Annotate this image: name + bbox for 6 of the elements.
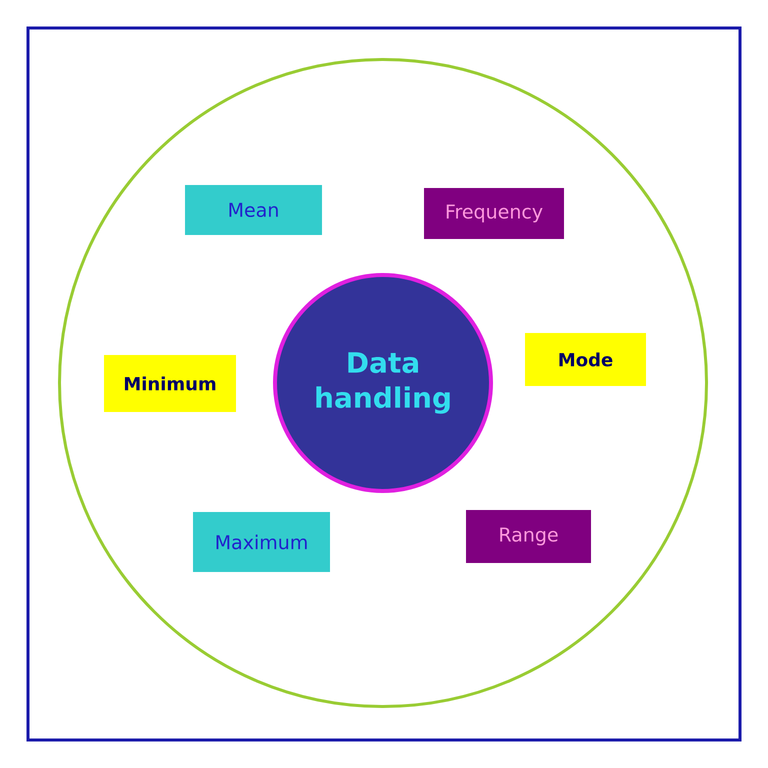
topic-box: Mode — [525, 333, 646, 386]
topic-box: Frequency — [424, 188, 564, 239]
topic-box: Range — [466, 510, 591, 563]
topic-box: Maximum — [193, 512, 330, 572]
topic-box: Minimum — [104, 355, 236, 412]
topic-box: Mean — [185, 185, 322, 235]
